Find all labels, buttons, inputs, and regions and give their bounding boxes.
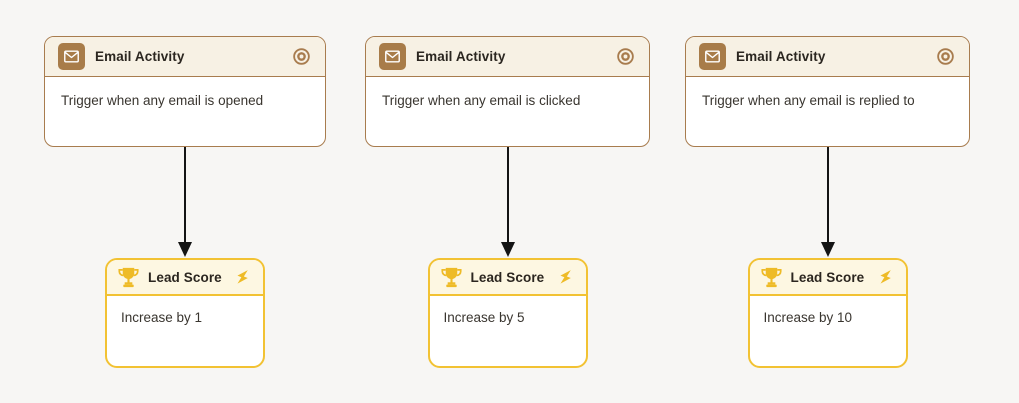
envelope-icon	[699, 43, 726, 70]
target-icon	[291, 46, 312, 67]
workflow-column: Email Activity Trigger when any email is…	[365, 36, 650, 368]
card-title: Email Activity	[95, 49, 185, 64]
trophy-icon	[117, 266, 140, 289]
card-description: Increase by 1	[121, 310, 203, 325]
card-header: Email Activity	[366, 37, 649, 77]
trophy-icon	[440, 266, 463, 289]
workflow-column: Email Activity Trigger when any email is…	[44, 36, 326, 368]
card-description: Increase by 10	[763, 310, 853, 325]
workflow-column: Email Activity Trigger when any email is…	[685, 36, 970, 368]
card-header: Lead Score	[749, 260, 906, 296]
card-description: Trigger when any email is opened	[61, 93, 264, 108]
card-title: Lead Score	[790, 269, 865, 285]
card-header: Lead Score	[107, 260, 263, 296]
card-header: Email Activity	[686, 37, 969, 77]
trigger-card-email-activity[interactable]: Email Activity Trigger when any email is…	[44, 36, 326, 147]
action-card-lead-score[interactable]: Lead Score Increase by 1	[105, 258, 265, 368]
card-description: Trigger when any email is clicked	[382, 93, 581, 108]
card-title: Lead Score	[148, 269, 222, 285]
trigger-card-email-activity[interactable]: Email Activity Trigger when any email is…	[365, 36, 650, 147]
lightning-icon	[556, 267, 576, 287]
connector-arrow	[177, 147, 193, 258]
lightning-icon	[233, 267, 253, 287]
card-description: Trigger when any email is replied to	[702, 93, 915, 108]
card-title: Email Activity	[736, 49, 826, 64]
envelope-icon	[58, 43, 85, 70]
card-description: Increase by 5	[443, 310, 525, 325]
envelope-icon	[379, 43, 406, 70]
connector-arrow	[499, 147, 516, 258]
card-title: Email Activity	[416, 49, 506, 64]
card-header: Email Activity	[45, 37, 325, 77]
action-card-lead-score[interactable]: Lead Score Increase by 5	[427, 258, 588, 368]
target-icon	[935, 46, 956, 67]
action-card-lead-score[interactable]: Lead Score Increase by 10	[747, 258, 908, 368]
trophy-icon	[760, 266, 783, 289]
connector-arrow	[819, 147, 836, 258]
trigger-card-email-activity[interactable]: Email Activity Trigger when any email is…	[685, 36, 970, 147]
card-title: Lead Score	[470, 269, 545, 285]
lightning-icon	[876, 267, 896, 287]
card-header: Lead Score	[429, 260, 586, 296]
target-icon	[615, 46, 636, 67]
